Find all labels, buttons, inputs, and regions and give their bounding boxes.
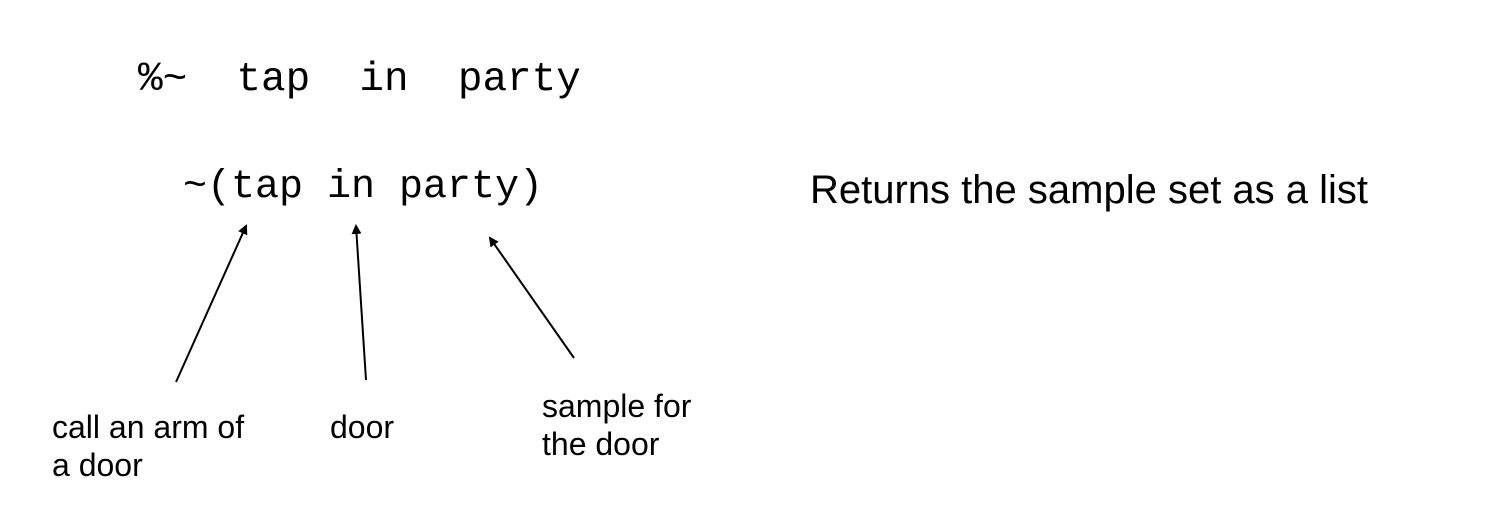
label-sample-line-1: sample for xyxy=(542,388,692,424)
label-door: door xyxy=(330,408,570,446)
arrow-to-tap xyxy=(175,224,248,383)
label-door-line-1: door xyxy=(330,409,395,445)
label-sample: sample for the door xyxy=(542,387,782,464)
label-call-arm: call an arm of a door xyxy=(52,408,292,485)
label-call-arm-line-2: a door xyxy=(52,447,143,484)
label-call-arm-line-1: call an arm of xyxy=(52,409,245,445)
label-sample-line-2: the door xyxy=(542,426,660,463)
arrow-to-in xyxy=(351,224,367,381)
description-text: Returns the sample set as a list xyxy=(810,168,1369,212)
tap-expression: ~(tap in party) xyxy=(183,165,544,210)
arrow-to-party xyxy=(488,236,575,359)
command-line: %~ tap in party xyxy=(138,57,581,103)
